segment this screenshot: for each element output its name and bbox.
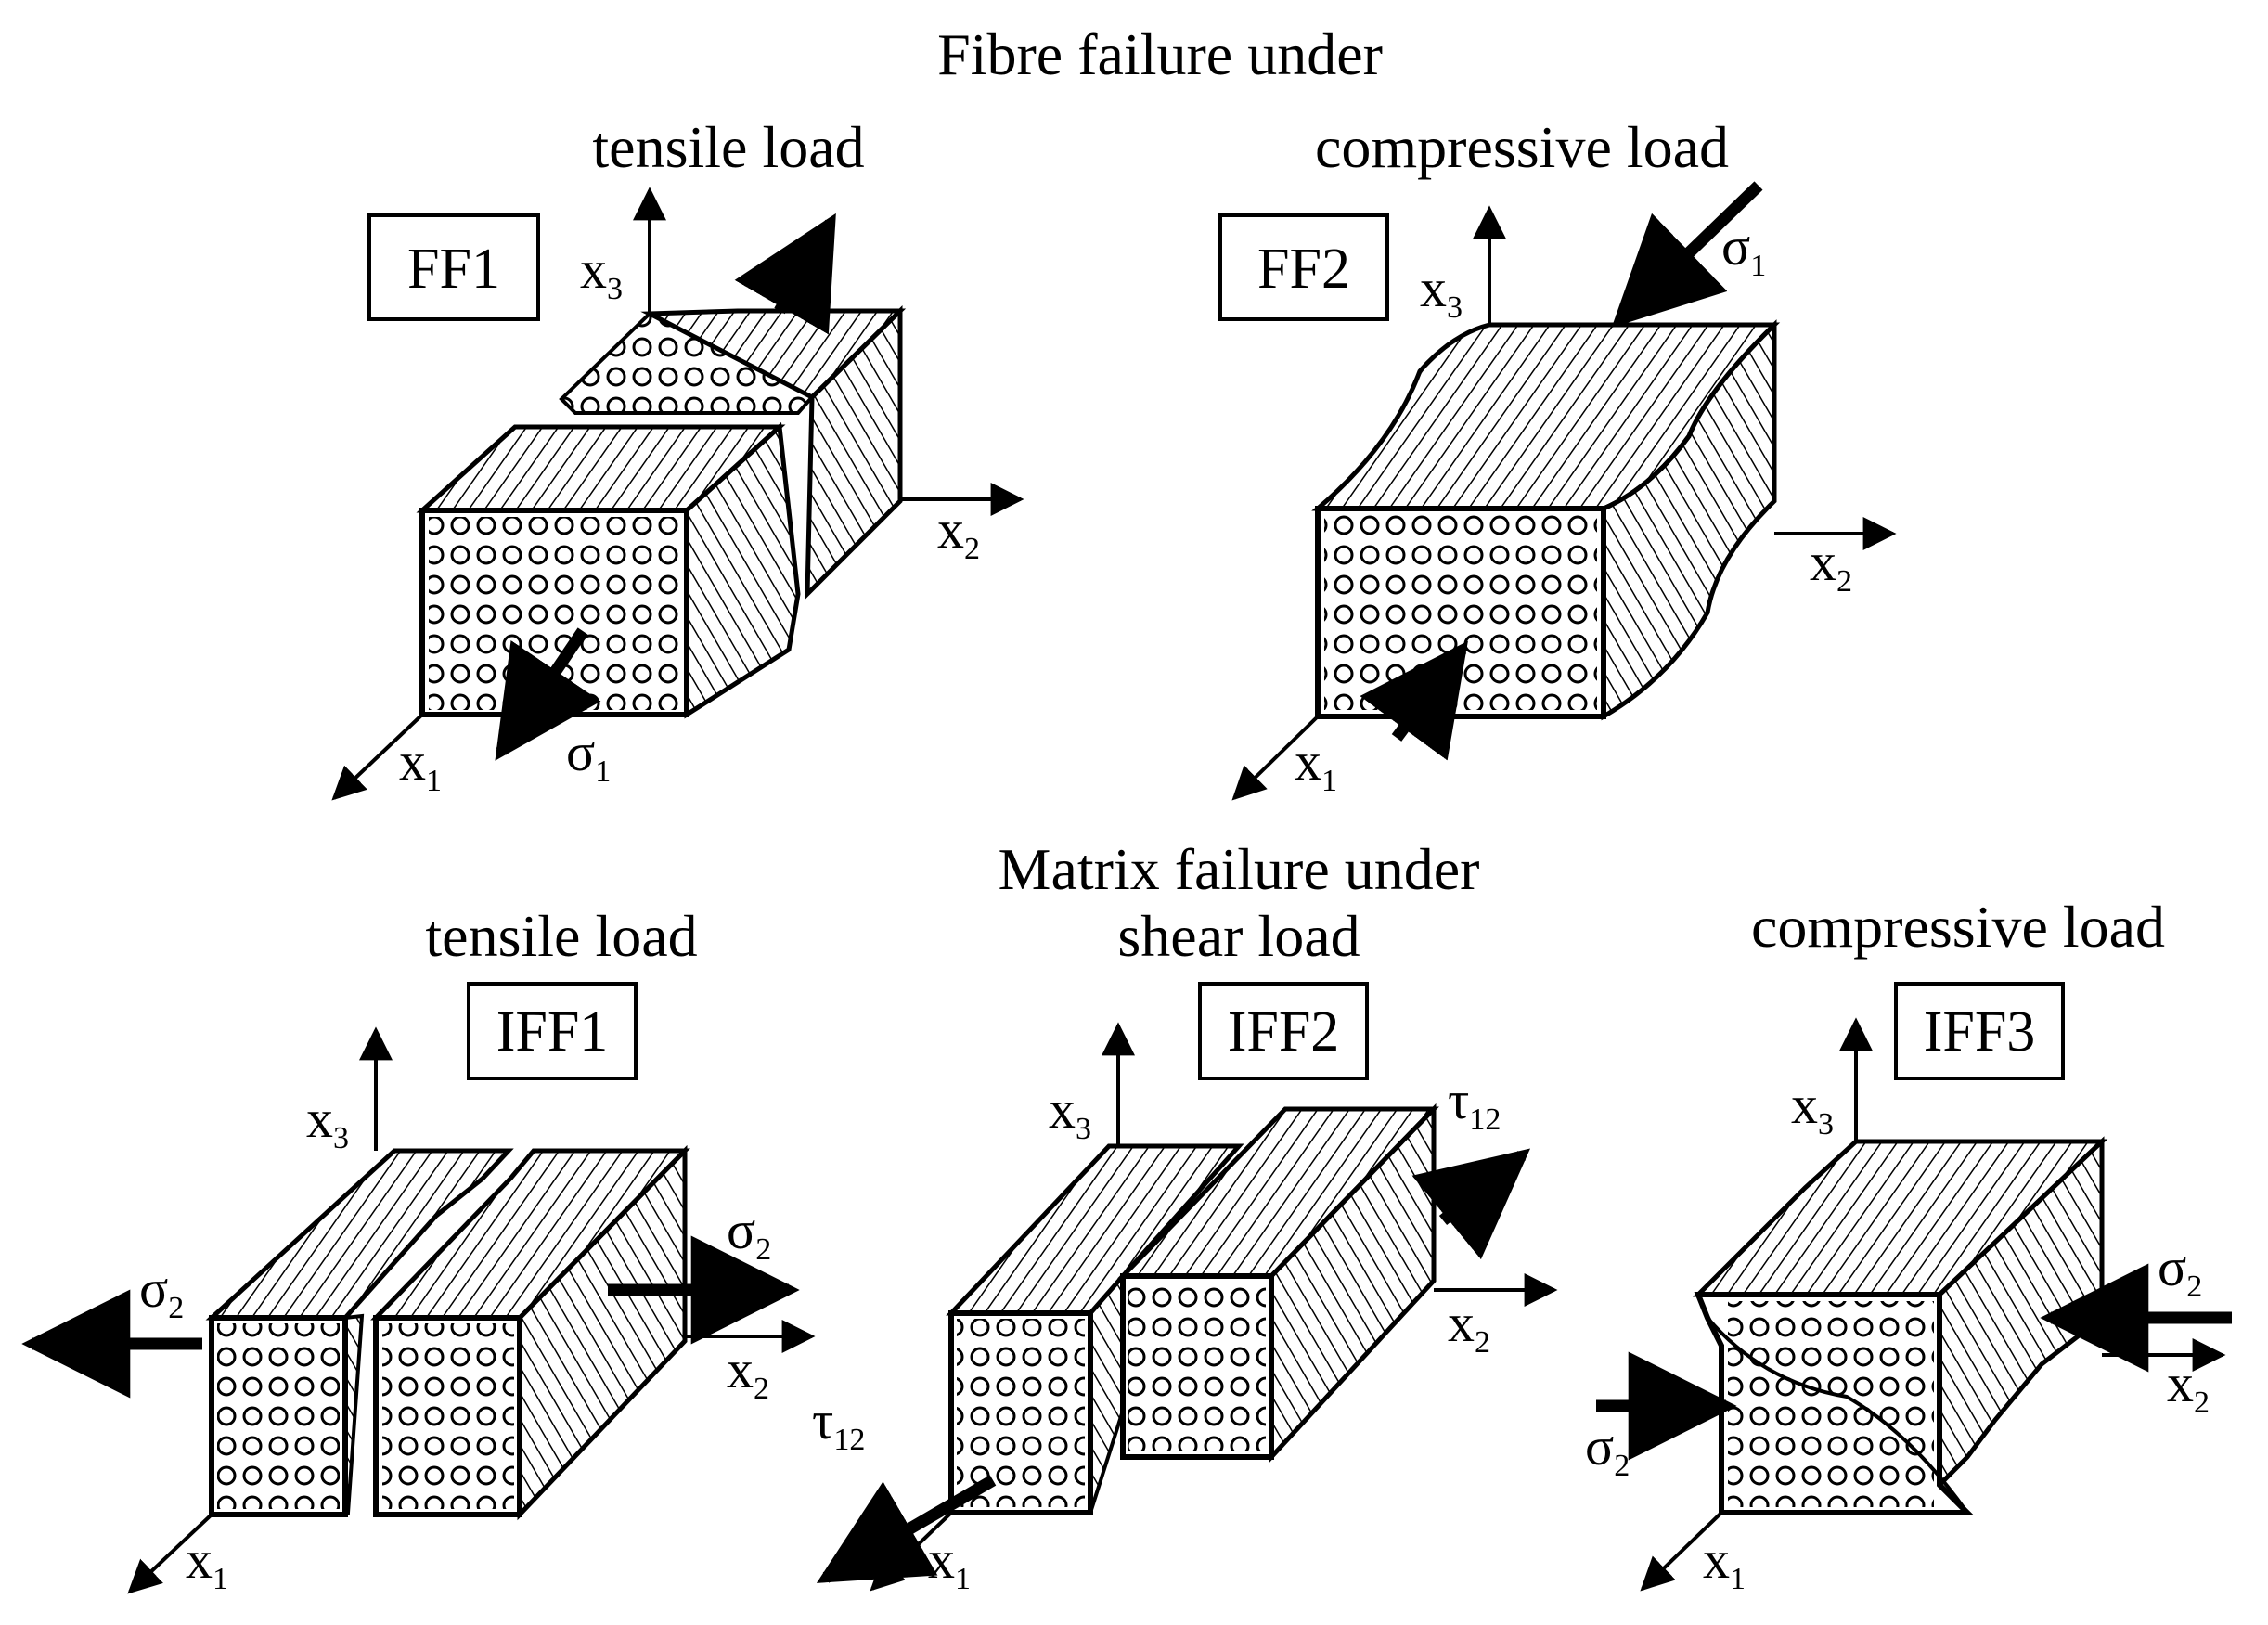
iff1-x3-label: x3 — [306, 1089, 349, 1155]
ff1-load-label: tensile load — [592, 114, 864, 180]
ff1-x1-label: x1 — [399, 731, 442, 798]
ff1-diagram: FF1 x3 x2 x1 σ1 — [331, 187, 1024, 801]
iff2-x1-label: x1 — [928, 1529, 971, 1596]
ff1-x2-label: x2 — [937, 499, 980, 566]
ff2-x2-label: x2 — [1810, 532, 1852, 599]
iff1-diagram: IFF1 x3 x2 x1 σ2 σ2 — [21, 982, 816, 1596]
iff1-mode-label: IFF1 — [496, 1000, 609, 1064]
iff1-stress-left-label: σ2 — [139, 1258, 184, 1325]
ff2-diagram: FF2 x3 x2 x1 σ1 — [1218, 181, 1897, 801]
ff2-mode-label: FF2 — [1257, 238, 1350, 301]
ff2-stress-label: σ1 — [1721, 216, 1766, 283]
iff3-mode-label: IFF3 — [1924, 1000, 2036, 1064]
iff3-x2-label: x2 — [2167, 1353, 2210, 1420]
ff1-stress-label: σ1 — [566, 722, 611, 789]
iff2-load-label: shear load — [1117, 903, 1360, 969]
iff2-x3-label: x3 — [1049, 1079, 1091, 1146]
ff1-mode-label: FF1 — [407, 238, 500, 301]
ff2-load-label: compressive load — [1315, 114, 1729, 180]
iff2-stress-upper-label: τ12 — [1448, 1070, 1501, 1137]
iff2-x2-label: x2 — [1448, 1293, 1490, 1360]
iff2-diagram: IFF2 x3 x2 x1 τ12 τ12 — [812, 982, 1558, 1596]
ff2-x1-label: x1 — [1295, 731, 1337, 798]
ff1-mode-box — [367, 213, 540, 321]
iff3-mode-box — [1894, 982, 2065, 1080]
iff1-x2-label: x2 — [727, 1339, 769, 1406]
iff2-mode-label: IFF2 — [1228, 1000, 1340, 1064]
iff1-x1-label: x1 — [186, 1529, 228, 1596]
iff3-load-label: compressive load — [1751, 894, 2165, 960]
fibre-failure-heading: Fibre failure under — [937, 21, 1383, 87]
ff2-x3-label: x3 — [1420, 258, 1463, 325]
iff2-stress-lower-label: τ12 — [812, 1390, 865, 1457]
iff3-stress-left-label: σ2 — [1585, 1416, 1630, 1483]
iff1-stress-right-label: σ2 — [727, 1200, 771, 1267]
ff1-x3-label: x3 — [580, 239, 623, 306]
iff1-load-label: tensile load — [425, 903, 697, 969]
iff3-x3-label: x3 — [1791, 1075, 1834, 1141]
iff3-x1-label: x1 — [1703, 1529, 1746, 1596]
ff2-mode-box — [1218, 213, 1389, 321]
matrix-failure-heading: Matrix failure under — [999, 836, 1480, 902]
iff2-mode-box — [1198, 982, 1369, 1080]
iff1-mode-box — [467, 982, 638, 1080]
iff3-diagram: IFF3 x3 x2 x1 σ2 σ2 — [1585, 982, 2232, 1596]
iff3-stress-right-label: σ2 — [2158, 1237, 2202, 1304]
